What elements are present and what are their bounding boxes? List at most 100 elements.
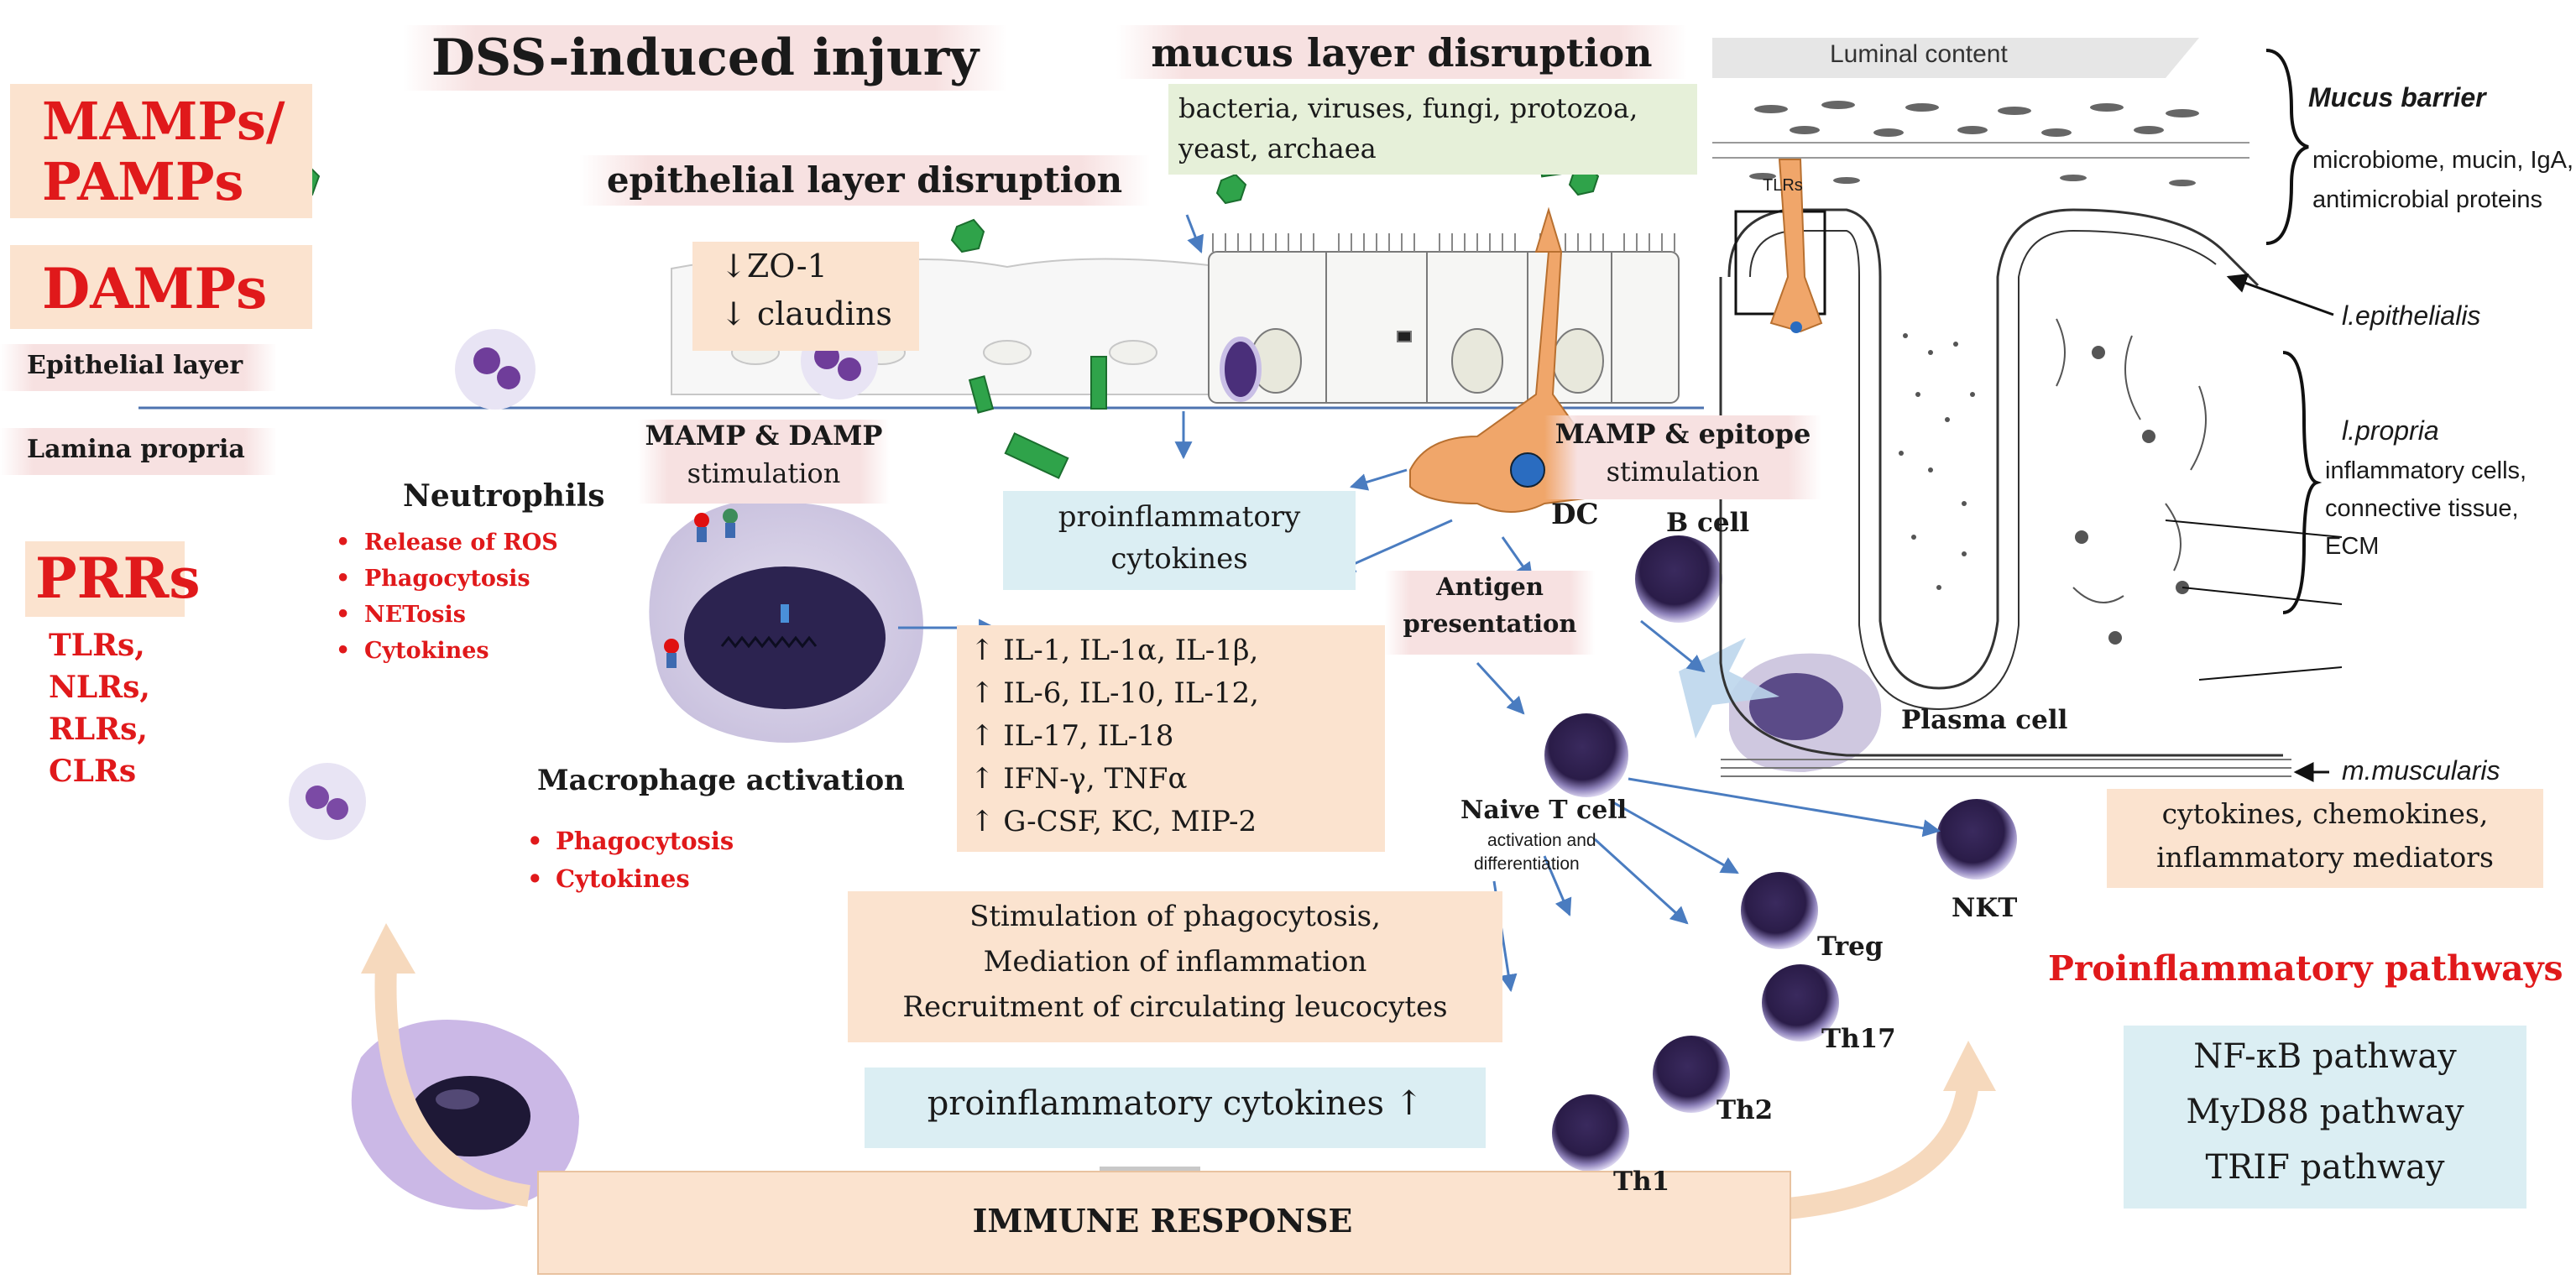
plasma-cell-label: Plasma cell	[1901, 705, 2068, 735]
dss-title-box	[403, 25, 1007, 91]
propria-desc-line: connective tissue,	[2325, 495, 2519, 522]
stim1-sub: stimulation	[687, 457, 841, 489]
antigen-box	[1385, 571, 1595, 655]
damps-box	[10, 245, 312, 329]
cytokine-item: ↑ IL-17, IL-18	[970, 719, 1174, 753]
luminal-label: Luminal content	[1830, 40, 2008, 68]
macrophage-list: Phagocytosis Cytokines	[527, 822, 734, 898]
lamina-propria-box	[0, 428, 277, 475]
immune-response-label: IMMUNE RESPONSE	[972, 1202, 1353, 1240]
neutrophils-list: Release of ROS Phagocytosis NETosis Cyto…	[336, 525, 558, 669]
epithelial-title: epithelial layer disruption	[606, 159, 1123, 201]
mucus-desc-line: microbiome, mucin, IgA,	[2312, 147, 2574, 174]
mamps-label-1: MAMPs/	[42, 91, 285, 152]
epithelium-right	[1208, 251, 1680, 404]
muscularis-label: m.muscularis	[2342, 755, 2500, 786]
mediators-box	[2107, 789, 2543, 888]
mamps-box	[10, 84, 312, 218]
damps-label: DAMPs	[42, 256, 268, 321]
zo1-label: ↓ZO-1	[720, 248, 828, 285]
propria-desc-line: inflammatory cells,	[2325, 457, 2527, 484]
th1-label: Th1	[1613, 1167, 1670, 1197]
neutrophil-function: Phagocytosis	[336, 561, 558, 597]
right-return-arrow	[1786, 1081, 1979, 1219]
microbes-line: yeast, archaea	[1178, 133, 1377, 164]
naive-t-label: Naive T cell	[1460, 796, 1628, 825]
stim2-box	[1544, 415, 1821, 499]
mucus-desc-line: antimicrobial proteins	[2312, 186, 2543, 213]
lamina-propria-label: Lamina propria	[27, 435, 245, 464]
prrs-item: CLRs	[49, 754, 137, 789]
dss-title: DSS-induced injury	[431, 29, 980, 87]
prrs-title: PRRs	[35, 546, 201, 611]
propria-desc-line: ECM	[2325, 533, 2380, 560]
activation-line: activation and	[1487, 831, 1596, 850]
nkt-label: NKT	[1952, 893, 2018, 923]
microbes-box	[1168, 84, 1697, 175]
effect-line: Stimulation of phagocytosis,	[969, 900, 1381, 933]
pathway-item: NF-κB pathway	[2193, 1037, 2457, 1076]
monocyte-cell	[351, 1020, 579, 1210]
macrophage-title: Macrophage activation	[537, 764, 905, 797]
neutrophil-function: Release of ROS	[336, 525, 558, 561]
activation-line: differentiation	[1474, 854, 1580, 874]
treg-label: Treg	[1817, 932, 1884, 962]
cytokines-up-box	[865, 1068, 1486, 1148]
dc-label: DC	[1551, 498, 1599, 531]
epithelial-layer-box	[0, 344, 277, 391]
stim2-sub: stimulation	[1606, 456, 1760, 488]
macrophage-function: Cytokines	[527, 860, 734, 898]
epithelial-title-box	[579, 155, 1150, 206]
pathway-item: MyD88 pathway	[2186, 1093, 2464, 1131]
microvilli	[1212, 233, 1675, 252]
tight-junction-box	[692, 242, 919, 351]
intestine-illustration	[1712, 38, 2343, 782]
left-return-arrow	[374, 964, 530, 1207]
th17-label: Th17	[1821, 1024, 1896, 1054]
cytokine-item: ↑ IL-6, IL-10, IL-12,	[970, 676, 1259, 710]
pathway-item: TRIF pathway	[2205, 1148, 2445, 1187]
flow-arrows	[898, 214, 1941, 993]
proinflam-line: cytokines	[1110, 542, 1248, 576]
neutrophils-title: Neutrophils	[403, 478, 605, 514]
effect-line: Mediation of inflammation	[983, 945, 1367, 979]
cytokine-list-box	[957, 625, 1385, 852]
cytokine-item: ↑ IL-1, IL-1α, IL-1β,	[970, 634, 1259, 667]
pathways-title: Proinflammatory pathways	[2048, 948, 2563, 989]
epithelial-layer-label: Epithelial layer	[27, 351, 243, 380]
mediators-line: inflammatory mediators	[2156, 841, 2494, 874]
cytokine-item: ↑ G-CSF, KC, MIP-2	[970, 805, 1257, 838]
neutrophil-cells	[289, 322, 1262, 840]
plasma-cell	[1729, 653, 1882, 772]
cytokine-item: ↑ IFN-γ, TNFα	[970, 762, 1188, 796]
mediators-line: cytokines, chemokines,	[2161, 797, 2489, 830]
immune-response-box	[537, 1171, 1791, 1275]
lymphocyte-cells	[1544, 535, 2017, 1172]
stim1-title: MAMP & DAMP	[645, 420, 883, 452]
mucus-title: mucus layer disruption	[1151, 30, 1653, 76]
mucus-title-box	[1116, 25, 1687, 79]
b-cell-label: B cell	[1666, 508, 1750, 538]
effect-line: Recruitment of circulating leucocytes	[902, 990, 1448, 1024]
th2-label: Th2	[1716, 1095, 1774, 1125]
antigen-line: presentation	[1403, 609, 1577, 638]
prrs-item: TLRs,	[49, 628, 145, 663]
proinflam-box	[1003, 491, 1356, 590]
tlrs-label: TLRs	[1763, 176, 1803, 195]
neutrophil-function: Cytokines	[336, 633, 558, 669]
antigen-line: Antigen	[1436, 572, 1544, 601]
cytokines-up-label: proinflammatory cytokines ↑	[927, 1084, 1424, 1123]
stim2-title: MAMP & epitope	[1554, 418, 1811, 450]
prrs-box	[25, 541, 185, 617]
prrs-item: RLRs,	[49, 712, 148, 747]
effects-box	[848, 891, 1502, 1042]
stim1-box	[638, 420, 890, 504]
macrophage-cell	[649, 499, 923, 743]
pathways-box	[2124, 1026, 2526, 1209]
mamps-label-2: PAMPs	[42, 151, 244, 212]
epithelialis-label: l.epithelialis	[2342, 300, 2481, 331]
microbes-line: bacteria, viruses, fungi, protozoa,	[1178, 92, 1638, 124]
propria-label: l.propria	[2342, 415, 2439, 446]
claudins-label: ↓ claudins	[720, 295, 892, 332]
mucus-barrier-title: Mucus barrier	[2308, 82, 2486, 112]
